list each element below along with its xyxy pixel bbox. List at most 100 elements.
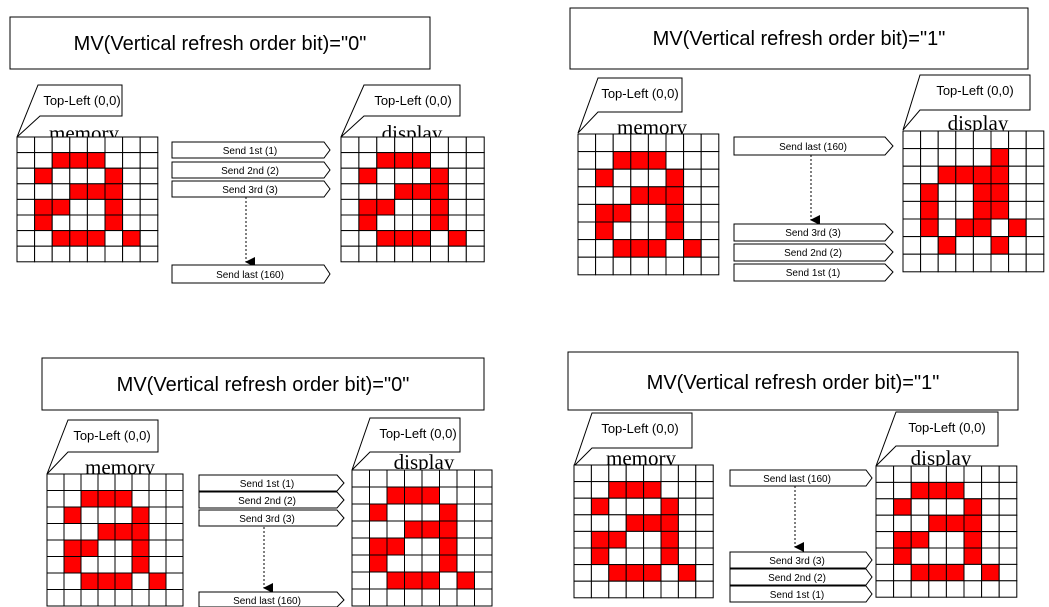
pixel-off (945, 547, 965, 565)
pixel-off (981, 465, 1000, 483)
send-1st-label: Send 1st (1) (223, 146, 277, 157)
pixel-off (456, 554, 475, 573)
pixel-off (677, 464, 697, 483)
pixel-off (16, 136, 36, 154)
pixel-on (369, 503, 388, 522)
pixel-off (148, 473, 167, 491)
title-box (567, 351, 1019, 411)
pixel-on (86, 183, 106, 200)
pixel-on (404, 486, 423, 505)
pixel-off (573, 530, 592, 549)
pixel-off (465, 152, 485, 169)
pixel-off (456, 503, 475, 522)
pixel-on (945, 481, 965, 500)
pixel-on (643, 481, 662, 499)
pixel-off (998, 481, 1018, 500)
pixel-on (439, 520, 458, 539)
pixel-off (647, 221, 667, 241)
pixel-off (1025, 148, 1045, 167)
pixel-off (122, 152, 141, 169)
pixel-off (595, 186, 614, 205)
pixel-off (386, 469, 405, 488)
send-3rd-label: Send 3rd (3) (785, 228, 841, 239)
pixel-on (937, 165, 957, 185)
pixel-off (358, 245, 378, 263)
pixel-off (937, 218, 957, 238)
pixel-off (573, 580, 592, 599)
pixel-off (643, 580, 662, 599)
pixel-off (955, 183, 974, 202)
pixel-off (63, 473, 82, 491)
display-grid (351, 469, 493, 607)
pixel-on (97, 572, 116, 590)
pixel-on (376, 230, 396, 247)
pixel-on (990, 165, 1010, 185)
pixel-off (131, 589, 150, 607)
pixel-on (439, 554, 458, 573)
panel-title: MV(Vertical refresh order bit)="0" (74, 33, 367, 55)
pixel-off (612, 186, 632, 205)
pixel-off (340, 136, 360, 154)
pixel-off (404, 588, 423, 607)
pixel-off (577, 151, 597, 170)
pixel-off (80, 589, 99, 607)
pixel-off (351, 537, 370, 556)
pixel-off (937, 148, 957, 167)
pixel-on (369, 554, 388, 573)
pixel-on (421, 486, 440, 505)
pixel-on (595, 168, 614, 188)
pixel-off (148, 539, 167, 557)
pixel-off (474, 571, 493, 590)
send-1st-arrow: Send 1st (1) (198, 474, 345, 492)
pixel-off (630, 221, 649, 241)
pixel-off (46, 506, 65, 524)
memory-corner-tag (577, 77, 683, 134)
pixel-off (97, 589, 116, 607)
pixel-off (340, 230, 360, 247)
pixel-off (86, 198, 106, 216)
pixel-off (647, 133, 667, 153)
pixel-on (893, 531, 912, 549)
send-3rd-label: Send 3rd (3) (769, 556, 825, 567)
pixel-off (893, 481, 912, 500)
pixel-off (1025, 218, 1045, 238)
pixel-on (430, 183, 449, 200)
pixel-off (660, 564, 679, 582)
pixel-off (16, 183, 36, 200)
pixel-off (677, 547, 697, 566)
pixel-off (910, 514, 930, 533)
pixel-off (97, 556, 116, 574)
pixel-off (456, 469, 475, 488)
send-1st-arrow: Send 1st (1) (733, 263, 894, 282)
pixel-off (474, 469, 493, 488)
pixel-off (394, 198, 414, 216)
send-3rd-arrow: Send 3rd (3) (171, 180, 331, 198)
pixel-on (439, 537, 458, 556)
pixel-off (148, 490, 167, 508)
pixel-off (612, 256, 632, 276)
pixel-off (998, 465, 1018, 483)
pixel-off (928, 547, 947, 565)
pixel-on (928, 514, 947, 533)
pixel-off (447, 183, 467, 200)
pixel-on (990, 200, 1010, 220)
pixel-off (920, 236, 939, 255)
pixel-off (104, 152, 124, 169)
pixel-off (955, 200, 974, 220)
pixel-off (928, 531, 947, 549)
pixel-off (51, 214, 71, 232)
pixel-on (683, 239, 702, 258)
pixel-on (394, 230, 414, 247)
pixel-off (46, 473, 65, 491)
pixel-on (404, 520, 423, 539)
pixel-off (421, 503, 440, 522)
pixel-off (404, 554, 423, 573)
pixel-off (122, 198, 141, 216)
pixel-off (386, 554, 405, 573)
send-1st-label: Send 1st (1) (770, 590, 824, 601)
pixel-off (376, 245, 396, 263)
pixel-off (86, 167, 106, 185)
pixel-off (981, 531, 1000, 549)
pixel-on (590, 547, 610, 566)
pixel-off (612, 221, 632, 241)
